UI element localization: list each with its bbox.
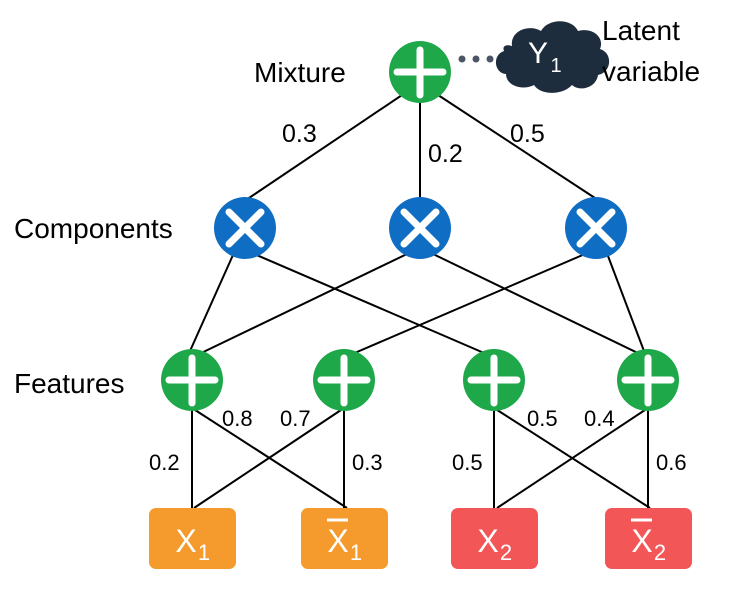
leaf-symbol: X	[631, 523, 652, 559]
plus-icon	[467, 354, 521, 407]
weight-feature3-xbar2: 0.5	[527, 406, 558, 431]
component-edges	[189, 252, 645, 357]
latent-label-line-1: Latent	[602, 15, 680, 46]
mixture-edges	[245, 92, 599, 201]
feature-edges	[191, 407, 651, 510]
edge-mixture-component-3	[434, 92, 599, 201]
leaf-symbol: X	[175, 523, 196, 559]
leaf-subscript: 2	[500, 540, 512, 565]
weight-mixture-1: 0.3	[282, 120, 317, 148]
connector-dot-1	[458, 55, 466, 63]
edge-component1-feature3	[251, 252, 492, 357]
latent-symbol: Y	[528, 37, 548, 70]
diagram-labels: Mixture Components Features Latent varia…	[14, 15, 700, 399]
latent-variable-cloud: Y 1	[495, 21, 610, 93]
edge-component3-feature2	[349, 253, 586, 356]
edge-component2-feature1	[194, 253, 408, 357]
weight-labels: 0.3 0.2 0.5 0.2 0.8 0.7 0.3 0.5 0.5 0.4 …	[149, 120, 687, 475]
mixture-node	[389, 41, 451, 103]
times-icon	[225, 208, 265, 248]
weight-feature3-x2: 0.5	[452, 450, 483, 475]
leaf-subscript: 2	[654, 540, 666, 565]
feature-node	[617, 349, 679, 411]
component-node	[565, 197, 627, 259]
leaf-box	[301, 508, 388, 569]
leaf-x2: X 2	[451, 508, 538, 569]
leaf-box	[149, 508, 236, 569]
plus-icon	[393, 46, 447, 99]
times-icon	[576, 208, 616, 248]
weight-mixture-2: 0.2	[428, 140, 463, 168]
weight-feature4-xbar2: 0.6	[656, 450, 687, 475]
feature-node	[463, 349, 525, 411]
components-label: Components	[14, 213, 173, 244]
leaf-subscript: 1	[198, 540, 210, 565]
edge-feature2-leaf1	[193, 407, 345, 509]
feature-node	[313, 349, 375, 411]
feature-nodes	[161, 349, 679, 411]
leaf-x1-bar: X 1	[301, 508, 388, 569]
weight-feature1-x1: 0.2	[149, 450, 180, 475]
times-icon	[400, 208, 440, 248]
weight-feature1-xbar1: 0.8	[222, 406, 253, 431]
feature-node	[161, 349, 223, 411]
leaf-box	[451, 508, 538, 569]
weight-feature2-x1: 0.7	[280, 406, 311, 431]
mixture-label: Mixture	[254, 57, 346, 88]
edge-component1-feature1	[189, 254, 234, 352]
component-node	[214, 197, 276, 259]
plus-icon	[165, 354, 219, 407]
leaf-box	[605, 508, 692, 569]
weight-feature2-xbar1: 0.3	[352, 450, 383, 475]
edge-mixture-component-1	[245, 92, 406, 201]
latent-subscript: 1	[550, 55, 561, 77]
leaf-x2-bar: X 2	[605, 508, 692, 569]
latent-connector	[458, 55, 494, 63]
component-node	[389, 197, 451, 259]
cloud-icon	[495, 21, 610, 93]
weight-mixture-3: 0.5	[510, 120, 545, 148]
edge-feature4-leaf3	[496, 407, 649, 509]
plus-icon	[317, 354, 371, 407]
edge-component2-feature4	[432, 253, 643, 356]
features-label: Features	[14, 368, 125, 399]
component-nodes	[214, 197, 627, 259]
leaf-symbol: X	[477, 523, 498, 559]
connector-dot-3	[486, 55, 494, 63]
latent-label-line-2: variable	[602, 56, 700, 87]
leaf-x1: X 1	[149, 508, 236, 569]
plus-icon	[621, 354, 675, 407]
leaf-nodes: X 1 X 1 X 2 X 2	[149, 508, 692, 569]
connector-dot-2	[472, 55, 480, 63]
leaf-symbol: X	[327, 523, 348, 559]
leaf-subscript: 1	[350, 540, 362, 565]
edge-component3-feature4	[607, 255, 645, 352]
weight-feature4-x2: 0.4	[584, 406, 615, 431]
